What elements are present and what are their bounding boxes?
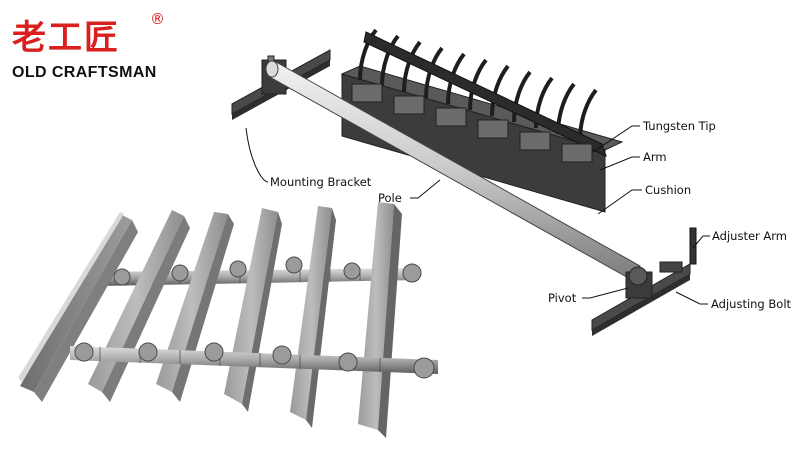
- blade-array: [340, 28, 624, 213]
- label-adjuster-arm: Adjuster Arm: [712, 229, 787, 243]
- blade-4: [224, 208, 282, 412]
- leader-lines: [245, 125, 710, 305]
- blade-5: [290, 206, 336, 428]
- label-mounting-bracket: Mounting Bracket: [270, 175, 372, 189]
- label-tungsten-tip: Tungsten Tip: [642, 119, 716, 133]
- registered-mark: ®: [150, 10, 165, 28]
- upper-rod-nuts: [113, 256, 422, 286]
- label-arm: Arm: [643, 150, 667, 164]
- blade-1: [18, 212, 138, 402]
- label-pole: Pole: [378, 191, 402, 205]
- right-adjuster-assembly: [591, 227, 697, 336]
- label-adjusting-bolt: Adjusting Bolt: [711, 297, 792, 311]
- cleaner-assembly-drawing: Tungsten Tip Arm Cushion Adjuster Arm Mo…: [231, 28, 792, 336]
- lower-rod-nuts: [74, 342, 435, 379]
- brand-logo-english: OLD CRAFTSMAN: [12, 64, 157, 81]
- label-pivot: Pivot: [548, 291, 577, 305]
- blade-6: [358, 202, 402, 438]
- blade-product-photo: [18, 202, 438, 438]
- brand-logo-chinese: 老工匠: [12, 18, 120, 58]
- label-cushion: Cushion: [645, 183, 691, 197]
